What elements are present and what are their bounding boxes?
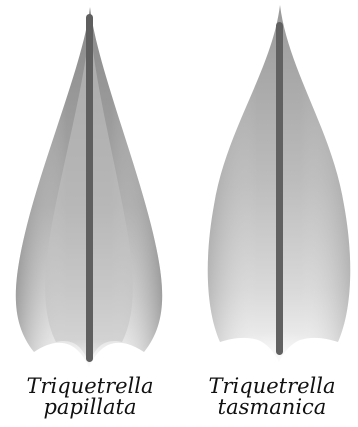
caption-tasmanica-genus: Triquetrella (187, 376, 357, 397)
caption-tasmanica: Triquetrella tasmanica (187, 376, 357, 418)
leaf-tasmanica-midrib (276, 22, 283, 355)
caption-tasmanica-species: tasmanica (187, 397, 357, 418)
leaf-papillata (16, 7, 162, 373)
leaf-tasmanica (208, 5, 351, 368)
caption-papillata: Triquetrella papillata (5, 376, 175, 418)
caption-papillata-genus: Triquetrella (5, 376, 175, 397)
caption-papillata-species: papillata (5, 397, 175, 418)
leaf-papillata-midrib (86, 14, 93, 362)
